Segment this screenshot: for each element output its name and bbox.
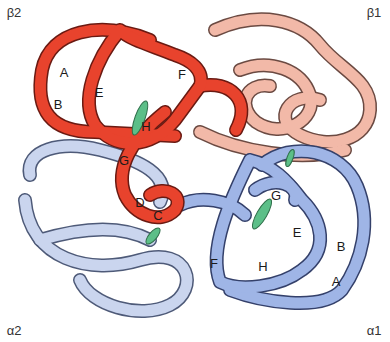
beta2-subunit — [40, 30, 241, 217]
helix-label: C — [153, 209, 162, 222]
helix-label: A — [60, 66, 69, 79]
helix-label: E — [293, 226, 302, 239]
subunit-label: β1 — [367, 6, 382, 19]
helix-label: D — [135, 196, 144, 209]
helix-label: G — [271, 189, 281, 202]
heme-groups — [129, 99, 296, 246]
subunit-label: β2 — [7, 6, 22, 19]
alpha2-subunit — [25, 146, 187, 311]
subunit-label: α2 — [7, 324, 22, 337]
subunit-label: α1 — [367, 324, 382, 337]
helix-label: H — [258, 260, 267, 273]
helix-label: B — [54, 98, 63, 111]
helix-label: F — [210, 257, 218, 270]
helix-label: H — [141, 120, 150, 133]
helix-label: E — [95, 86, 104, 99]
helix-label: A — [332, 275, 341, 288]
helix-label: G — [119, 154, 129, 167]
helix-label: F — [178, 68, 186, 81]
beta1-subunit — [200, 19, 370, 155]
alpha1-subunit — [180, 151, 364, 303]
helix-label: B — [337, 240, 346, 253]
